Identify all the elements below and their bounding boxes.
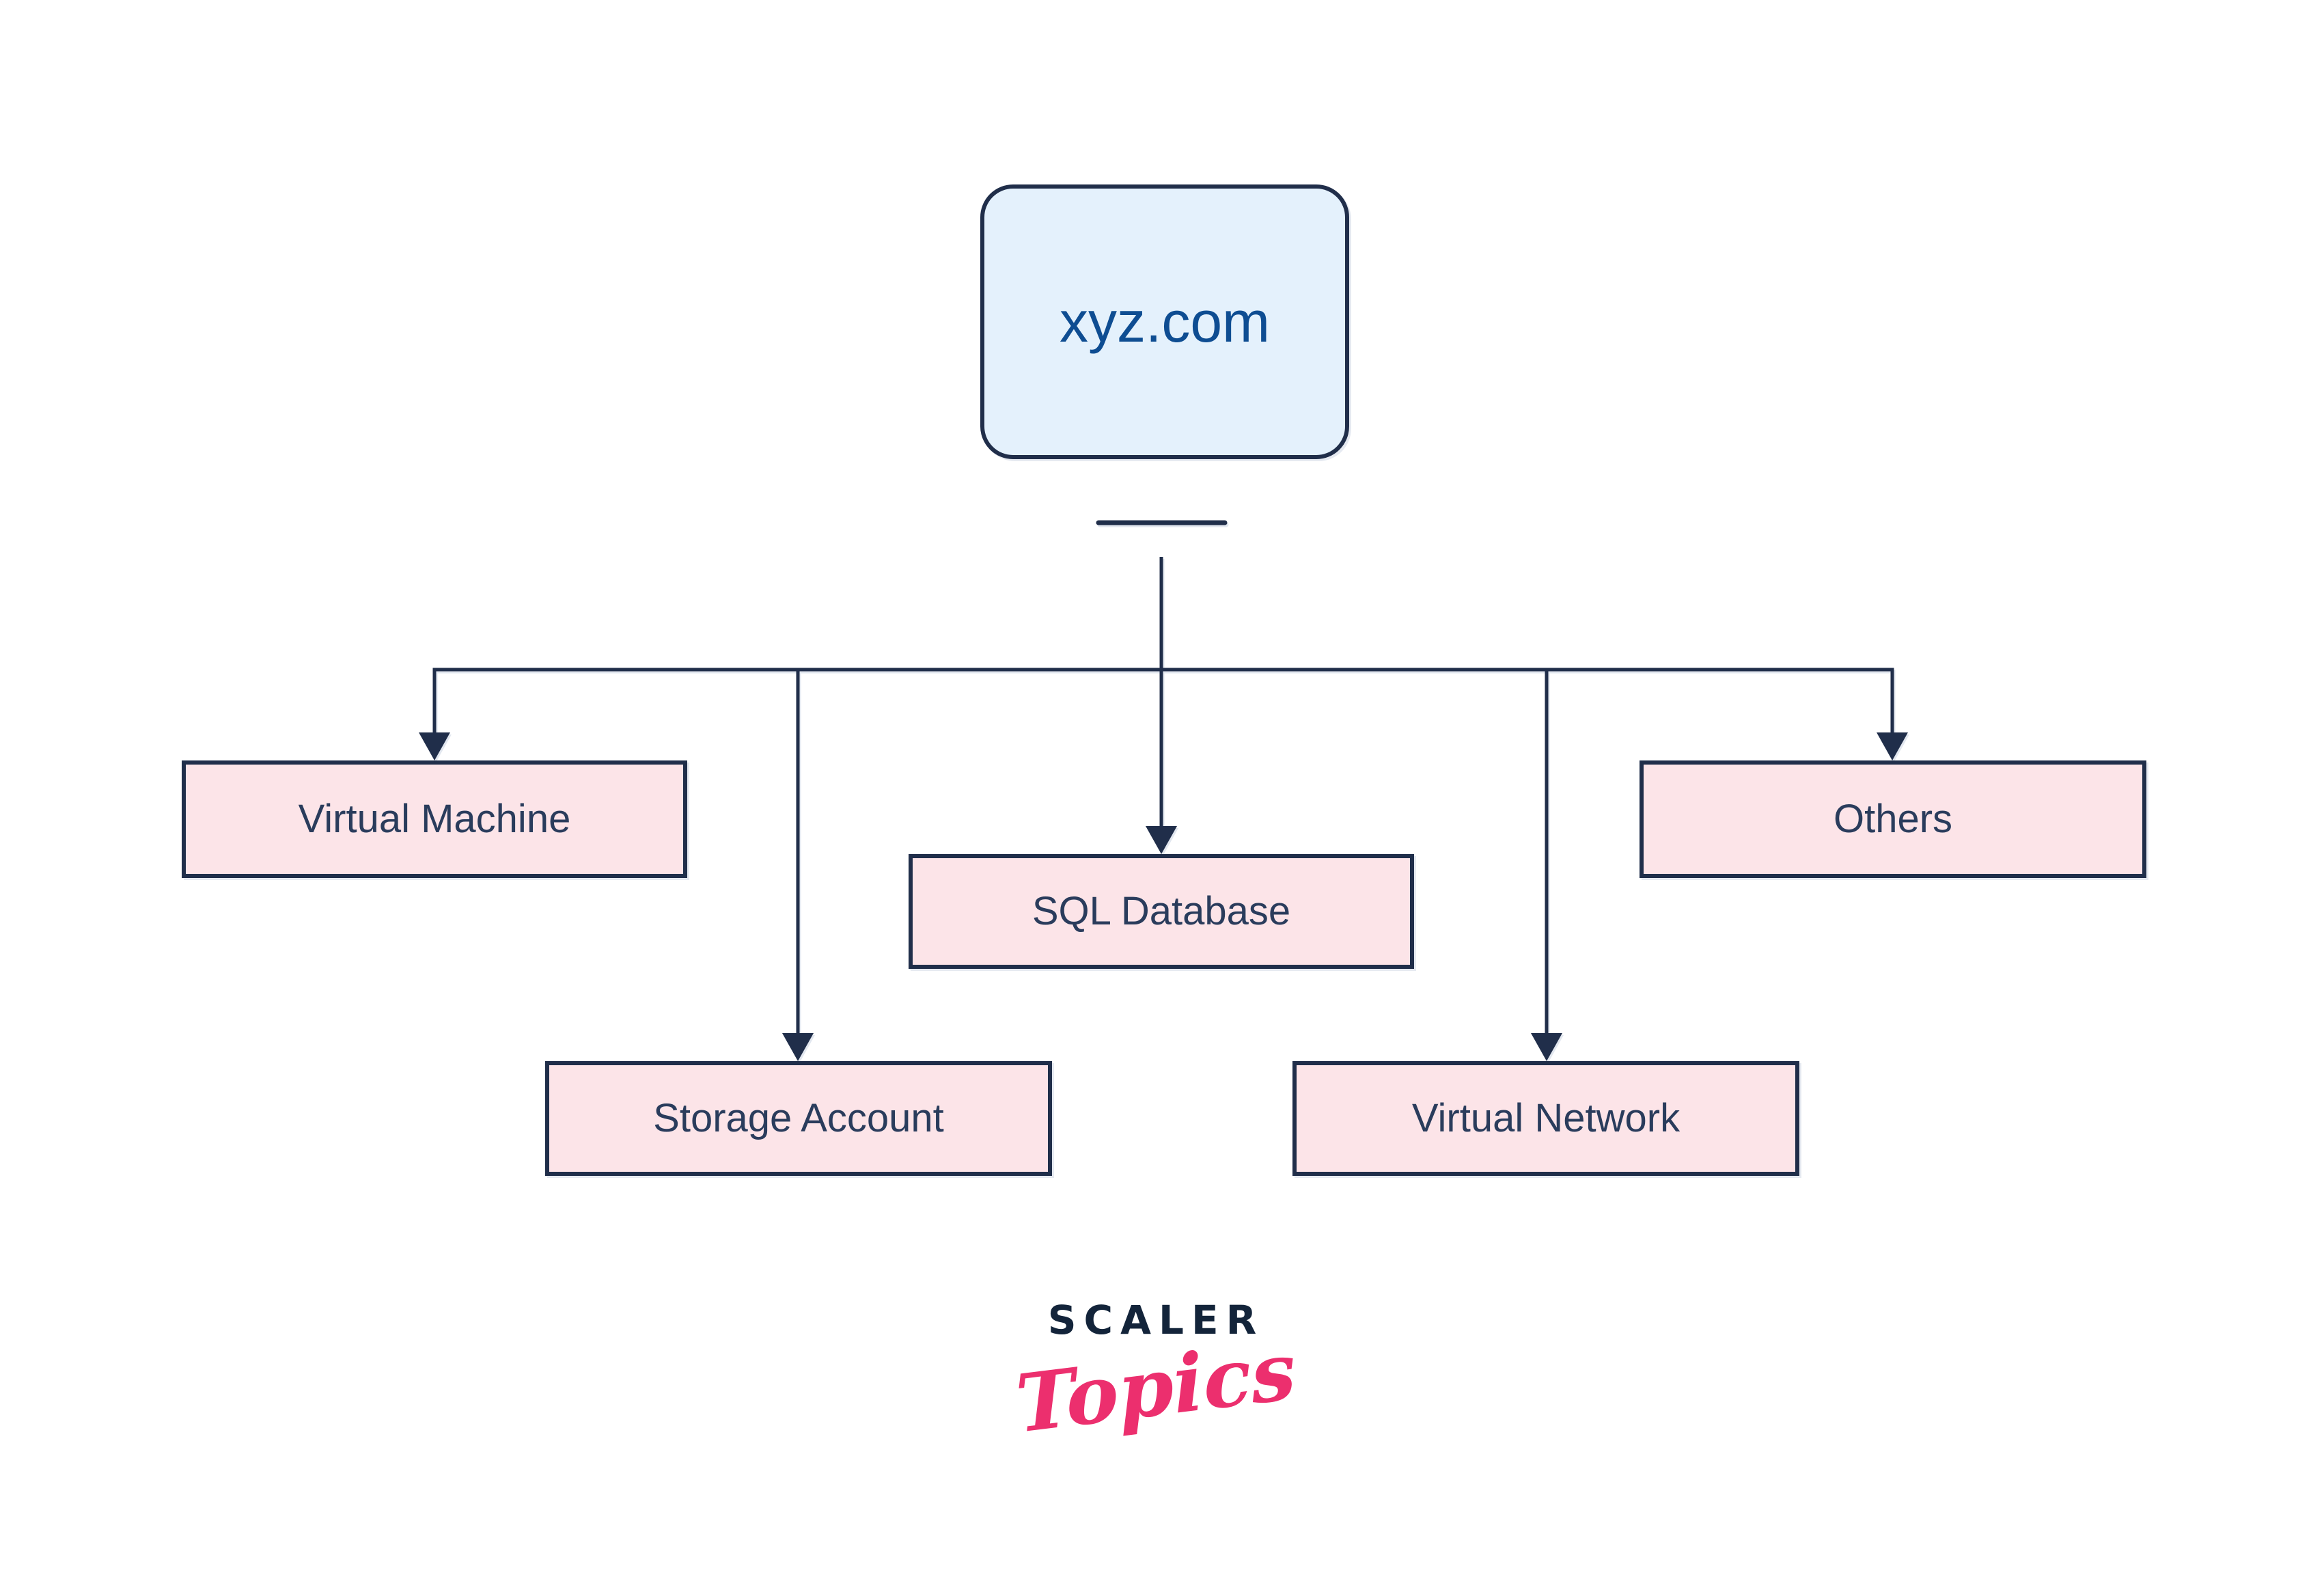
brand-logo-name: SCALER	[1047, 1297, 1264, 1343]
arrowhead-others	[1877, 732, 1908, 760]
node-label: Virtual Machine	[298, 797, 571, 841]
arrowhead-sql-database	[1146, 826, 1177, 854]
arrowhead-virtual-network	[1531, 1033, 1562, 1061]
node-label: Virtual Network	[1411, 1096, 1680, 1140]
connector-trunk	[432, 668, 1894, 736]
node-label: Others	[1833, 797, 1953, 841]
node-storage-account: Storage Account	[545, 1061, 1052, 1176]
node-sql-database: SQL Database	[909, 854, 1414, 969]
arrowhead-virtual-machine	[419, 732, 450, 760]
node-virtual-network: Virtual Network	[1292, 1061, 1799, 1176]
arrowhead-storage-account	[782, 1033, 814, 1061]
node-root-xyz: xyz.com	[980, 184, 1349, 459]
brand-logo: SCALER Topics	[951, 1297, 1361, 1451]
node-label: SQL Database	[1032, 889, 1291, 933]
node-virtual-machine: Virtual Machine	[182, 760, 687, 878]
node-label: Storage Account	[653, 1096, 944, 1140]
node-root-label: xyz.com	[1059, 290, 1271, 354]
node-others: Others	[1640, 760, 2146, 878]
